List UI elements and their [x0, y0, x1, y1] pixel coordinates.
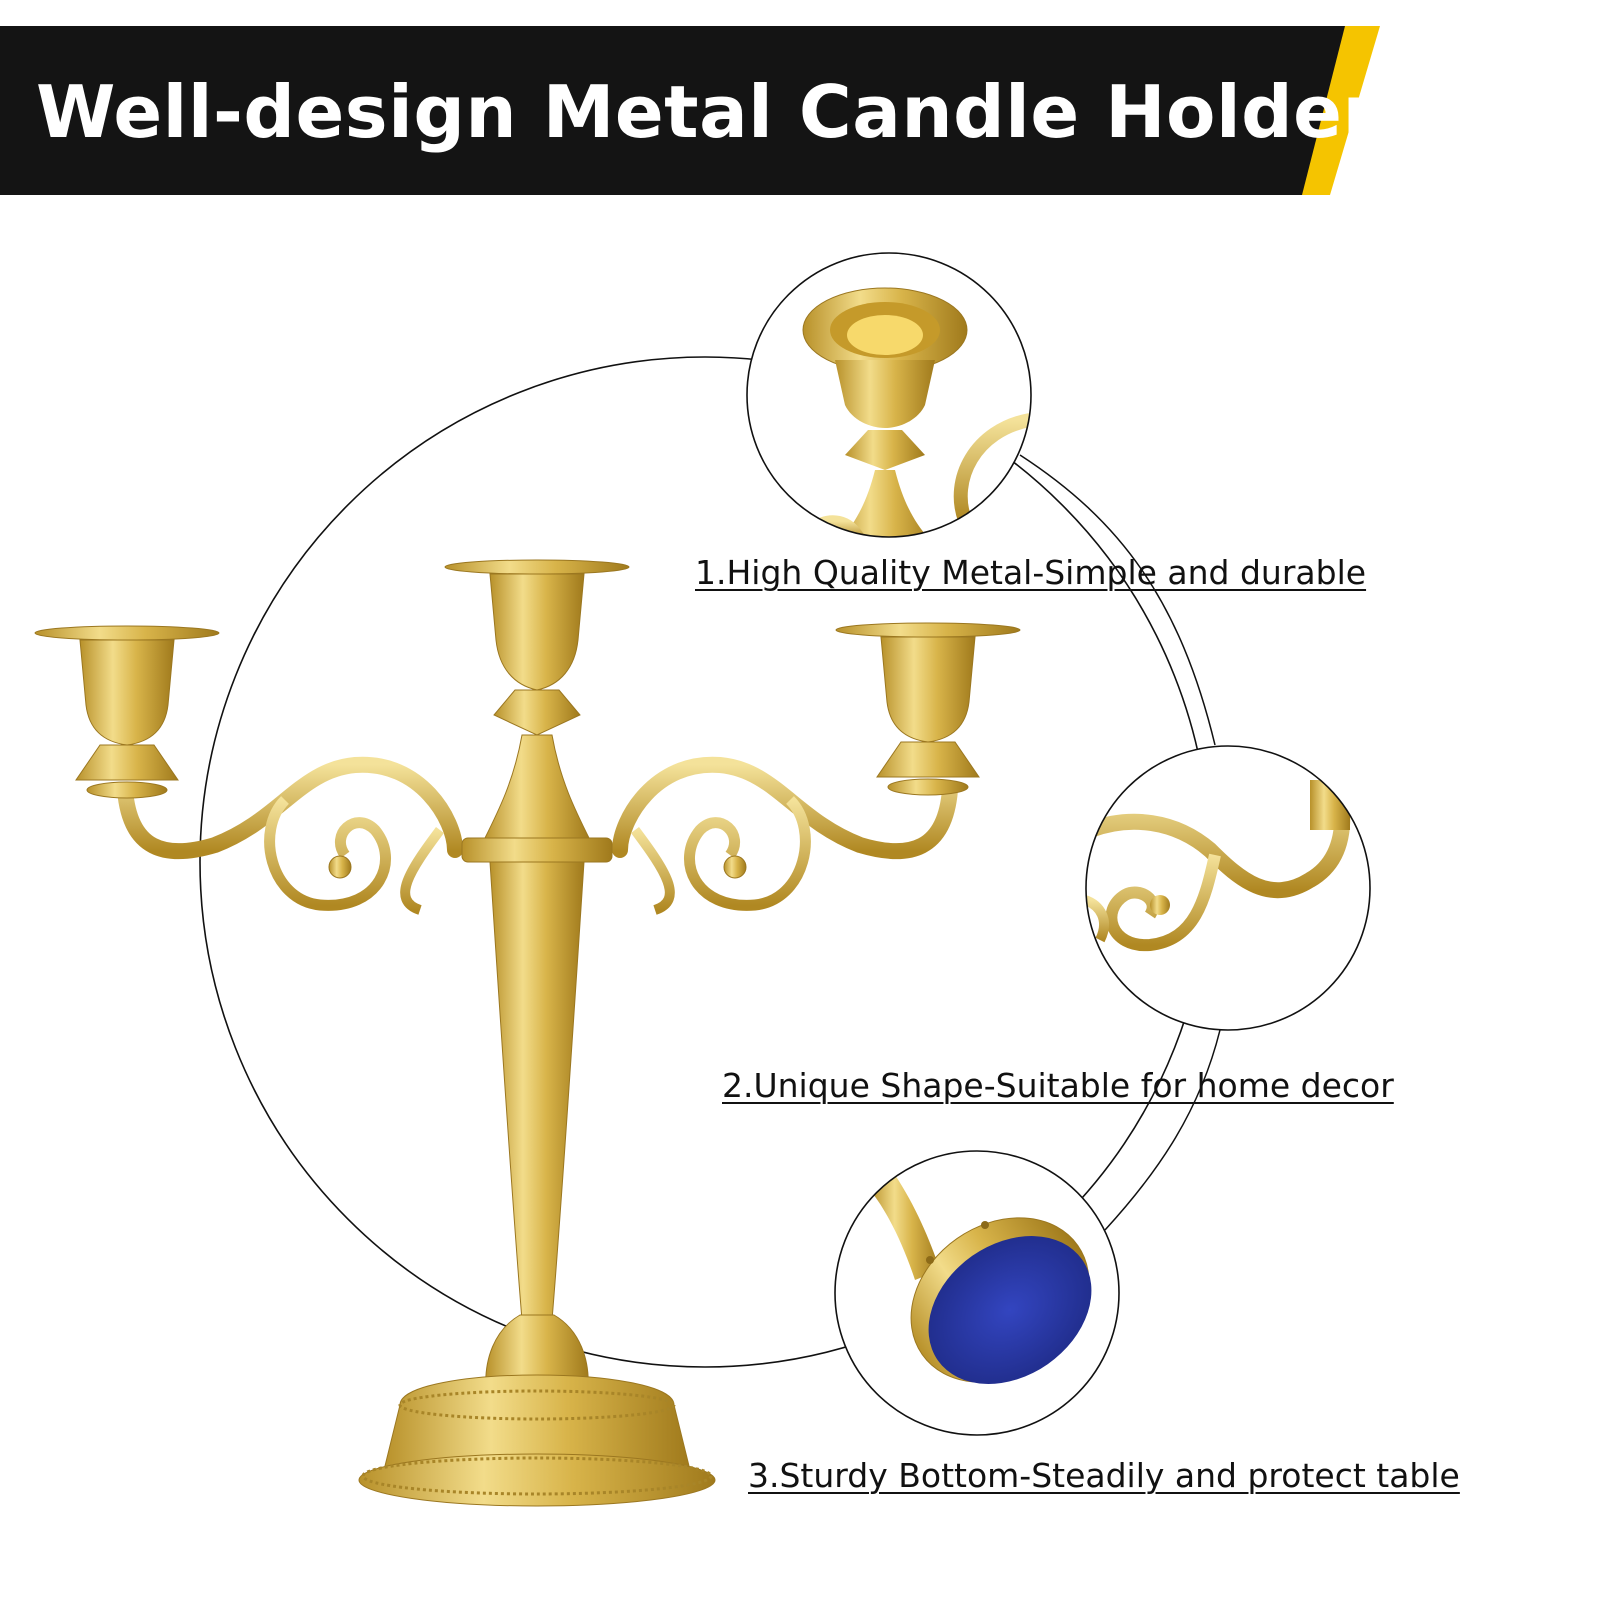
candelabra [34, 559, 1021, 1507]
banner-title: Well-design Metal Candle Holder [36, 70, 1379, 154]
feature-label-bottom: 3.Sturdy Bottom-Steadily and protect tab… [748, 1456, 1460, 1495]
title-banner: Well-design Metal Candle Holder [0, 26, 1380, 195]
banner-shape [0, 26, 1380, 195]
feature-label-quality: 1.High Quality Metal-Simple and durable [695, 553, 1367, 592]
scroll-arm-closeup-icon [1085, 745, 1371, 1031]
candle-cup-closeup-icon [746, 252, 1032, 538]
feature-label-shape: 2.Unique Shape-Suitable for home decor [722, 1066, 1394, 1105]
blue-felt-base-closeup-icon [834, 1150, 1120, 1436]
